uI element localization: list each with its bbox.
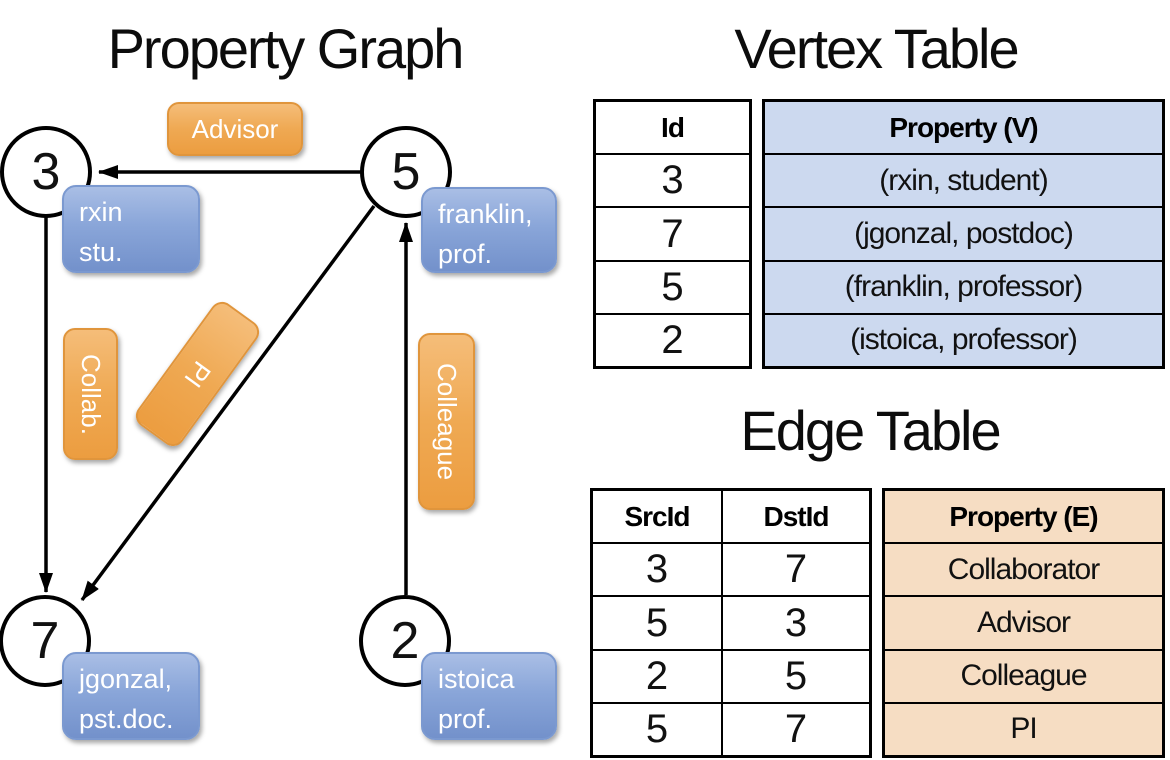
table-cell: PI: [885, 701, 1162, 756]
table-row: SrcId DstId: [593, 491, 869, 543]
vertex-property-box-rxin: rxin stu.: [62, 185, 200, 273]
edge-table-dst-header: DstId: [763, 500, 830, 532]
vertex-table-id-column: Id 3 7 5 2: [593, 99, 752, 369]
table-cell: 5: [596, 259, 749, 313]
table-cell: 5: [784, 653, 808, 698]
edge-table-title: Edge Table: [740, 399, 1001, 462]
vertex-property-line: jgonzal,: [79, 664, 173, 694]
table-cell: Advisor: [885, 595, 1162, 649]
edge-table: SrcId DstId 3 7 5 3 2 5 5 7 Property (E)…: [590, 488, 1165, 758]
edge-pi-arrow: [80, 204, 376, 602]
vertex-property-line: stu.: [79, 237, 123, 267]
vertex-table-id-header: Id: [661, 111, 685, 143]
edge-table-property-header: Property (E): [885, 491, 1162, 543]
table-cell: Colleague: [885, 648, 1162, 702]
vertex-property-box-franklin: franklin, prof.: [421, 187, 557, 273]
vertex-property-line: prof.: [438, 704, 493, 734]
node-id-label: 5: [391, 143, 421, 201]
vertex-table-property-header: Property (V): [765, 102, 1162, 154]
table-cell: (jgonzal, postdoc): [765, 206, 1162, 260]
edge-label-colleague: Colleague: [418, 333, 475, 510]
table-cell: Collaborator: [885, 542, 1162, 596]
table-cell: 3: [784, 600, 808, 645]
edge-label-collab: Collab.: [63, 328, 118, 460]
table-row: 3 7: [593, 542, 869, 596]
table-cell: 7: [596, 206, 749, 259]
edge-table-src-header: SrcId: [593, 491, 723, 543]
vertex-table-property-column: Property (V) (rxin, student) (jgonzal, p…: [762, 99, 1165, 369]
vertex-table: Id 3 7 5 2 Property (V) (rxin, student) …: [593, 99, 1165, 369]
node-id-label: 2: [390, 612, 420, 670]
table-cell: 3: [596, 153, 749, 206]
property-graph-title: Property Graph: [107, 17, 465, 80]
edge-table-ids-column: SrcId DstId 3 7 5 3 2 5 5 7: [590, 488, 872, 758]
vertex-property-line: pst.doc.: [79, 704, 174, 734]
graph-node-2: 2: [359, 595, 451, 687]
table-cell: (rxin, student): [765, 153, 1162, 207]
table-cell: (franklin, professor): [765, 259, 1162, 313]
table-row: 2 5: [593, 648, 869, 702]
table-cell: 2: [593, 650, 723, 702]
vertex-property-line: franklin,: [438, 199, 533, 229]
table-cell: 5: [593, 703, 723, 756]
table-cell: 3: [593, 544, 723, 596]
table-cell: 7: [784, 706, 808, 751]
vertex-table-title: Vertex Table: [734, 17, 1019, 80]
vertex-property-line: rxin: [79, 197, 123, 227]
graph-node-5: 5: [360, 126, 452, 218]
table-cell: 7: [784, 547, 808, 592]
table-row: 5 7: [593, 701, 869, 756]
table-cell: (istoica, professor): [765, 312, 1162, 367]
node-id-label: 7: [30, 612, 60, 670]
table-cell: 5: [593, 597, 723, 649]
vertex-property-box-jgonzal: jgonzal, pst.doc.: [62, 652, 200, 740]
vertex-property-line: istoica: [438, 664, 515, 694]
edge-label-advisor: Advisor: [167, 102, 303, 156]
edge-table-property-column: Property (E) Collaborator Advisor Collea…: [882, 488, 1165, 758]
vertex-property-line: prof.: [438, 239, 493, 269]
table-row: 5 3: [593, 595, 869, 649]
vertex-property-box-istoica: istoica prof.: [421, 652, 557, 740]
graph-edges-canvas: [39, 165, 413, 602]
table-cell: 2: [596, 312, 749, 366]
node-id-label: 3: [31, 143, 61, 201]
